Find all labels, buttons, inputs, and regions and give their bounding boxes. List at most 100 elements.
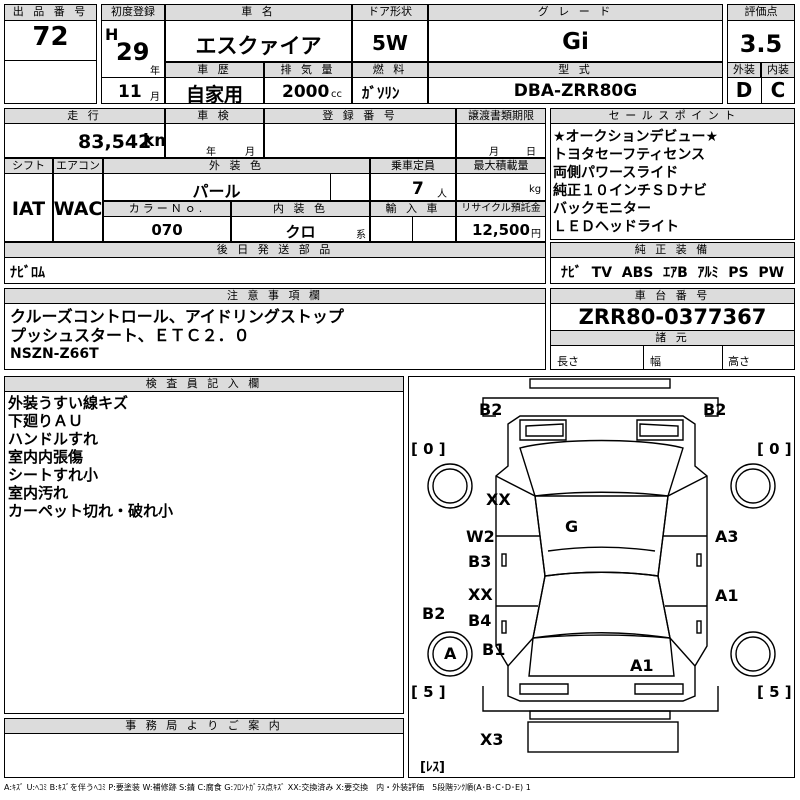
history: 自家用: [185, 84, 243, 106]
transfer-header: 譲渡書類期限: [456, 108, 546, 124]
model: DBA-ZRR80G: [513, 81, 638, 101]
door: 5W: [372, 31, 408, 55]
transfer-month-unit: 月: [489, 147, 499, 158]
displacement: 2000: [282, 82, 330, 102]
mileage-header: 走 行: [4, 108, 165, 124]
first-reg-year-unit: 年: [150, 66, 160, 77]
transfer-day-unit: 日: [526, 147, 536, 158]
aircon-header: エアコン: [53, 158, 103, 174]
first-reg-month-unit: 月: [150, 92, 160, 103]
tire-spare: [ﾚｽ]: [420, 760, 445, 775]
displacement-unit: cc: [331, 89, 342, 100]
sales-point-item: バックモニター: [553, 201, 651, 217]
capacity-header: 乗車定員: [370, 158, 456, 174]
office-header: 事 務 局 よ り ご 案 内: [4, 718, 404, 734]
mark-w2: W2: [466, 527, 495, 546]
int-color-unit: 系: [356, 230, 366, 241]
shift: IAT: [11, 198, 46, 220]
displacement-header: 排 気 量: [264, 62, 352, 78]
car-name: エスクァイア: [195, 34, 322, 58]
grade: Gi: [562, 29, 589, 55]
note-line: クルーズコントロール、アイドリングストップ: [10, 307, 344, 326]
first-reg-year: 29: [116, 38, 150, 66]
fuel: ｶﾞｿﾘﾝ: [362, 84, 400, 102]
ext-color-header: 外 装 色: [103, 158, 370, 174]
fuel-header: 燃 料: [352, 62, 428, 78]
inspection-month-unit: 月: [245, 147, 255, 158]
sales-point-cell: [550, 108, 795, 240]
mark-b1: B1: [482, 640, 506, 659]
inspector-notes-list: 外装うすい線キズ 下廻りＡＵ ハンドルすれ 室内内張傷 シートすれ小 室内汚れ …: [8, 394, 173, 520]
mark-a1-rear: A1: [630, 656, 654, 675]
sales-point-item: トヨタセーフティセンス: [553, 147, 706, 163]
mark-a-wheel: A: [444, 644, 457, 663]
model-header: 型 式: [428, 62, 723, 78]
aircon: WAC: [53, 198, 103, 220]
first-reg-era: H: [105, 25, 119, 44]
ext-header: 外装: [727, 62, 761, 78]
mark-b2-top-left: B2: [479, 400, 503, 419]
mark-a3: A3: [715, 527, 739, 546]
mark-b2-left: B2: [422, 604, 446, 623]
inspection-header: 車 検: [165, 108, 264, 124]
sales-point-item: 両側パワースライド: [553, 165, 679, 181]
notes-list: クルーズコントロール、アイドリングストップ プッシュスタート、ＥＴＣ２．０ NS…: [10, 307, 344, 364]
sales-points-list: ★オークションデビュー★ トヨタセーフティセンス 両側パワースライド 純正１０イ…: [553, 128, 793, 236]
spec-length-label: 長さ: [557, 355, 579, 368]
car-name-header: 車 名: [165, 4, 352, 21]
tire-rear-left: [ 5 ]: [411, 683, 446, 701]
inspector-note: 下廻りＡＵ: [8, 412, 84, 430]
int-header: 内装: [761, 62, 795, 78]
recycle-header: リサイクル預託金: [456, 201, 546, 217]
capacity-unit: 人: [437, 189, 447, 200]
sales-point-item: ＬＥＤヘッドライト: [553, 219, 679, 235]
lot-no-header: 出 品 番 号: [4, 4, 97, 21]
load-unit: kg: [529, 184, 542, 195]
grade-header: グ レ ー ド: [428, 4, 723, 21]
recycle: 12,500: [472, 221, 530, 239]
inspector-note: 室内内張傷: [8, 448, 84, 466]
inspector-cell: [4, 376, 404, 714]
sales-point-item: ★オークションデビュー★: [553, 129, 719, 145]
notes-header: 注 意 事 項 欄: [4, 288, 546, 304]
int-grade: C: [770, 78, 786, 102]
lot-no: 72: [32, 22, 69, 52]
mileage: 83,542: [78, 131, 152, 153]
capacity: 7: [412, 179, 424, 199]
inspection-year-unit: 年: [206, 147, 216, 158]
ext-grade: D: [735, 78, 753, 102]
history-header: 車 歴: [165, 62, 264, 78]
mark-b3: B3: [468, 552, 492, 571]
sales-point-item: 純正１０インチＳＤナビ: [553, 183, 707, 199]
door-header: ドア形状: [352, 4, 428, 21]
score: 3.5: [739, 30, 783, 58]
int-color-header: 内 装 色: [231, 201, 370, 217]
inspector-note: カーペット切れ・破れ小: [8, 502, 174, 520]
note-line: NSZN-Z66T: [10, 346, 99, 362]
mileage-unit: km: [143, 131, 173, 151]
spec-width-label: 幅: [650, 355, 661, 368]
score-header: 評価点: [727, 4, 795, 21]
inspector-note: シートすれ小: [8, 466, 99, 484]
shift-header: シフト: [4, 158, 53, 174]
mark-a1-rear-right: A1: [715, 586, 739, 605]
recycle-unit: 円: [531, 229, 541, 240]
later-parts: ﾅﾋﾞﾛﾑ: [10, 265, 45, 281]
reg-no-header: 登 録 番 号: [264, 108, 456, 124]
spec-height-label: 高さ: [728, 355, 750, 368]
tire-rear-right: [ 5 ]: [757, 683, 792, 701]
inspector-note: 室内汚れ: [8, 484, 69, 502]
color-no: 070: [151, 221, 183, 239]
note-line: プッシュスタート、ＥＴＣ２．０: [10, 326, 250, 345]
later-parts-header: 後 日 発 送 部 品: [4, 242, 546, 258]
mark-xx-rear-left: XX: [468, 585, 493, 604]
first-reg-header: 初度登録: [101, 4, 165, 21]
mark-g-windshield: G: [565, 517, 579, 536]
car-diagram: [427, 378, 776, 753]
tire-front-left: [ 0 ]: [411, 440, 446, 458]
tire-front-right: [ 0 ]: [757, 440, 792, 458]
mark-xx-front-left: XX: [486, 490, 511, 509]
mark-b2-top-right: B2: [703, 400, 727, 419]
inspector-header: 検 査 員 記 入 欄: [4, 376, 404, 392]
mark-b4: B4: [468, 611, 492, 630]
